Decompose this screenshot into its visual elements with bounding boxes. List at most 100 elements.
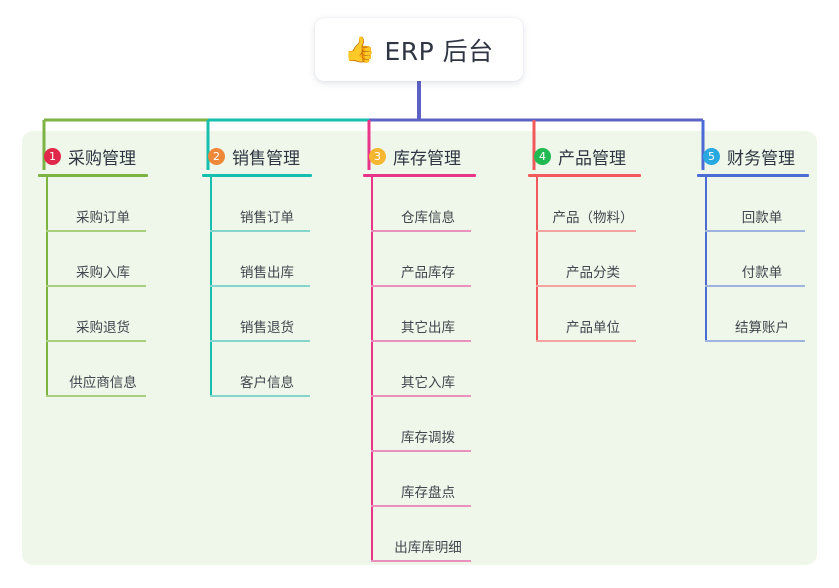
list-item-label: 仓库信息 — [401, 210, 455, 226]
column-badge-number: 2 — [208, 147, 225, 165]
column-header-rule — [363, 174, 476, 177]
column-header-3[interactable]: 3 库存管理 — [363, 144, 476, 169]
list-item-label: 结算账户 — [735, 320, 789, 336]
list-item-inner: 产品（物料） — [536, 206, 636, 232]
column-badge-number: 4 — [534, 147, 551, 165]
column-items: 仓库信息产品库存其它出库其它入库库存调拨库存盘点出库库明细 — [363, 177, 476, 562]
column-badge-number: 3 — [369, 147, 386, 165]
list-item-inner: 采购退货 — [46, 316, 146, 342]
list-item-rule — [536, 285, 636, 287]
list-item-label: 采购入库 — [76, 265, 130, 281]
column-title: 采购管理 — [68, 148, 136, 169]
list-item-rule — [46, 230, 146, 232]
column-header-rule — [528, 174, 641, 177]
list-item-rule — [371, 340, 471, 342]
column-items: 回款单付款单结算账户 — [697, 177, 809, 342]
diagram-board-panel — [22, 131, 817, 565]
list-item-label: 采购订单 — [76, 210, 130, 226]
list-item-rule — [210, 340, 310, 342]
list-item-label: 销售订单 — [240, 210, 294, 226]
root-node-title: ERP 后台 — [384, 36, 494, 66]
list-item[interactable]: 结算账户 — [705, 287, 809, 342]
list-item-label: 其它入库 — [401, 375, 455, 391]
list-item-rule — [371, 230, 471, 232]
list-item[interactable]: 库存盘点 — [371, 452, 476, 507]
list-item[interactable]: 出库库明细 — [371, 507, 476, 562]
list-item-label: 销售出库 — [240, 265, 294, 281]
list-item-label: 采购退货 — [76, 320, 130, 336]
column-3: 3 库存管理仓库信息产品库存其它出库其它入库库存调拨库存盘点出库库明细 — [363, 144, 476, 562]
list-item[interactable]: 仓库信息 — [371, 177, 476, 232]
list-item[interactable]: 客户信息 — [210, 342, 312, 397]
list-item-inner: 采购订单 — [46, 206, 146, 232]
column-1: 1 采购管理采购订单采购入库采购退货供应商信息 — [38, 144, 148, 397]
list-item[interactable]: 销售出库 — [210, 232, 312, 287]
list-item[interactable]: 采购订单 — [46, 177, 148, 232]
list-item-inner: 产品单位 — [536, 316, 636, 342]
list-item-rule — [536, 230, 636, 232]
column-spine — [705, 177, 707, 342]
list-item[interactable]: 产品（物料） — [536, 177, 641, 232]
column-badge-number: 1 — [44, 147, 61, 165]
list-item-inner: 采购入库 — [46, 261, 146, 287]
list-item-rule — [371, 450, 471, 452]
list-item-rule — [705, 285, 805, 287]
list-item[interactable]: 销售订单 — [210, 177, 312, 232]
root-node-erp-backend[interactable]: 👍 ERP 后台 — [315, 18, 523, 81]
list-item-label: 库存调拨 — [401, 430, 455, 446]
column-header-1[interactable]: 1 采购管理 — [38, 144, 148, 169]
list-item-rule — [210, 285, 310, 287]
list-item-label: 产品库存 — [401, 265, 455, 281]
list-item-rule — [210, 230, 310, 232]
column-header-rule — [697, 174, 809, 177]
column-items: 销售订单销售出库销售退货客户信息 — [202, 177, 312, 397]
list-item-rule — [46, 285, 146, 287]
list-item[interactable]: 产品分类 — [536, 232, 641, 287]
list-item[interactable]: 采购退货 — [46, 287, 148, 342]
list-item[interactable]: 产品单位 — [536, 287, 641, 342]
column-header-2[interactable]: 2 销售管理 — [202, 144, 312, 169]
column-items: 产品（物料） 产品分类产品单位 — [528, 177, 641, 342]
list-item-rule — [705, 230, 805, 232]
list-item-rule — [46, 395, 146, 397]
column-spine — [46, 177, 48, 397]
list-item-label: 付款单 — [741, 265, 783, 281]
column-badge-number: 5 — [703, 147, 720, 165]
list-item[interactable]: 其它出库 — [371, 287, 476, 342]
list-item[interactable]: 供应商信息 — [46, 342, 148, 397]
column-title: 库存管理 — [393, 148, 461, 169]
list-item-label: 供应商信息 — [69, 375, 137, 391]
thumbs-up-icon: 👍 — [344, 35, 376, 64]
column-header-4[interactable]: 4 产品管理 — [528, 144, 641, 169]
list-item-rule — [210, 395, 310, 397]
list-item-label: 销售退货 — [240, 320, 294, 336]
list-item[interactable]: 产品库存 — [371, 232, 476, 287]
list-item[interactable]: 回款单 — [705, 177, 809, 232]
column-header-rule — [202, 174, 312, 177]
list-item[interactable]: 采购入库 — [46, 232, 148, 287]
column-spine — [536, 177, 538, 342]
column-header-rule — [38, 174, 148, 177]
list-item-rule — [371, 395, 471, 397]
list-item-label: 回款单 — [741, 210, 783, 226]
column-2: 2 销售管理销售订单销售出库销售退货客户信息 — [202, 144, 312, 397]
list-item[interactable]: 库存调拨 — [371, 397, 476, 452]
column-title: 产品管理 — [558, 148, 626, 169]
list-item[interactable]: 销售退货 — [210, 287, 312, 342]
column-4: 4 产品管理产品（物料） 产品分类产品单位 — [528, 144, 641, 342]
column-spine — [210, 177, 212, 397]
list-item-label: 客户信息 — [240, 375, 294, 391]
list-item-inner: 产品库存 — [371, 261, 471, 287]
list-item-inner: 回款单 — [705, 206, 805, 232]
list-item-inner: 仓库信息 — [371, 206, 471, 232]
list-item[interactable]: 其它入库 — [371, 342, 476, 397]
list-item-label: 产品单位 — [566, 320, 620, 336]
column-title: 销售管理 — [232, 148, 300, 169]
list-item-label: 产品分类 — [566, 265, 620, 281]
list-item-inner: 销售退货 — [210, 316, 310, 342]
column-spine — [371, 177, 373, 562]
list-item[interactable]: 付款单 — [705, 232, 809, 287]
list-item-inner: 供应商信息 — [46, 371, 146, 397]
